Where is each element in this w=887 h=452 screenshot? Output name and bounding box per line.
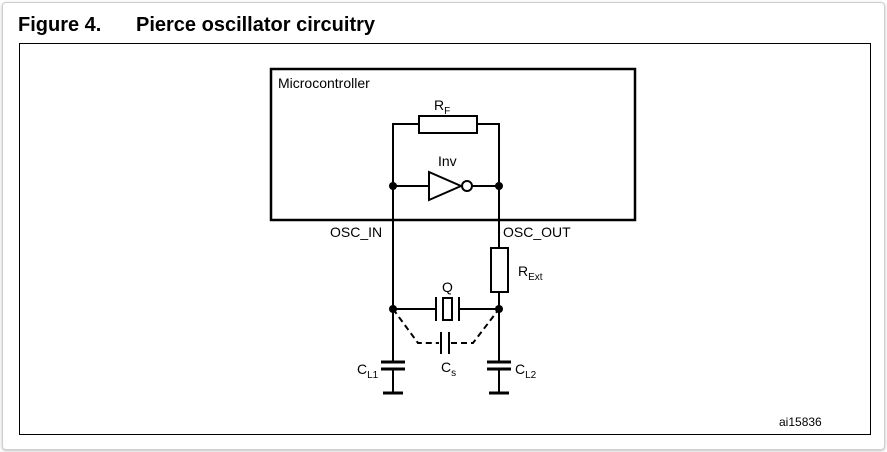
- inverter-bubble: [461, 180, 473, 192]
- crystal-body: [442, 297, 453, 321]
- junction-dot-osc-out: [495, 182, 503, 190]
- rf-wire-left: [392, 123, 419, 186]
- rf-label: RF: [434, 97, 450, 117]
- cs-dashed-wire-right: [451, 308, 500, 344]
- figure-heading: Figure 4. Pierce oscillator circuitry: [18, 14, 375, 37]
- osc-out-label: OSC_OUT: [503, 224, 571, 240]
- crystal-label: Q: [442, 279, 453, 295]
- inverter-label: Inv: [438, 153, 457, 169]
- figure-number: Figure 4.: [18, 14, 102, 36]
- junction-dot-crystal-right: [495, 305, 503, 313]
- cl2-label: CL2: [515, 361, 537, 381]
- figure-title: Pierce oscillator circuitry: [136, 14, 376, 36]
- cs-dashed-wire-left: [392, 308, 439, 344]
- inverter-symbol: [428, 170, 464, 202]
- microcontroller-label: Microcontroller: [278, 75, 370, 91]
- junction-dot-osc-in: [389, 182, 397, 190]
- rf-resistor-symbol: [418, 115, 478, 134]
- rf-wire-right: [477, 123, 500, 186]
- osc-in-label: OSC_IN: [330, 224, 382, 240]
- rext-resistor-symbol: [490, 247, 509, 293]
- rext-label: RExt: [518, 263, 543, 283]
- cl1-label: CL1: [357, 361, 379, 381]
- microcontroller-block: [269, 67, 637, 222]
- figure-ref-code: ai15836: [779, 415, 822, 429]
- cs-label: Cs: [441, 359, 456, 379]
- junction-dot-crystal-left: [389, 305, 397, 313]
- figure-box: [19, 43, 871, 435]
